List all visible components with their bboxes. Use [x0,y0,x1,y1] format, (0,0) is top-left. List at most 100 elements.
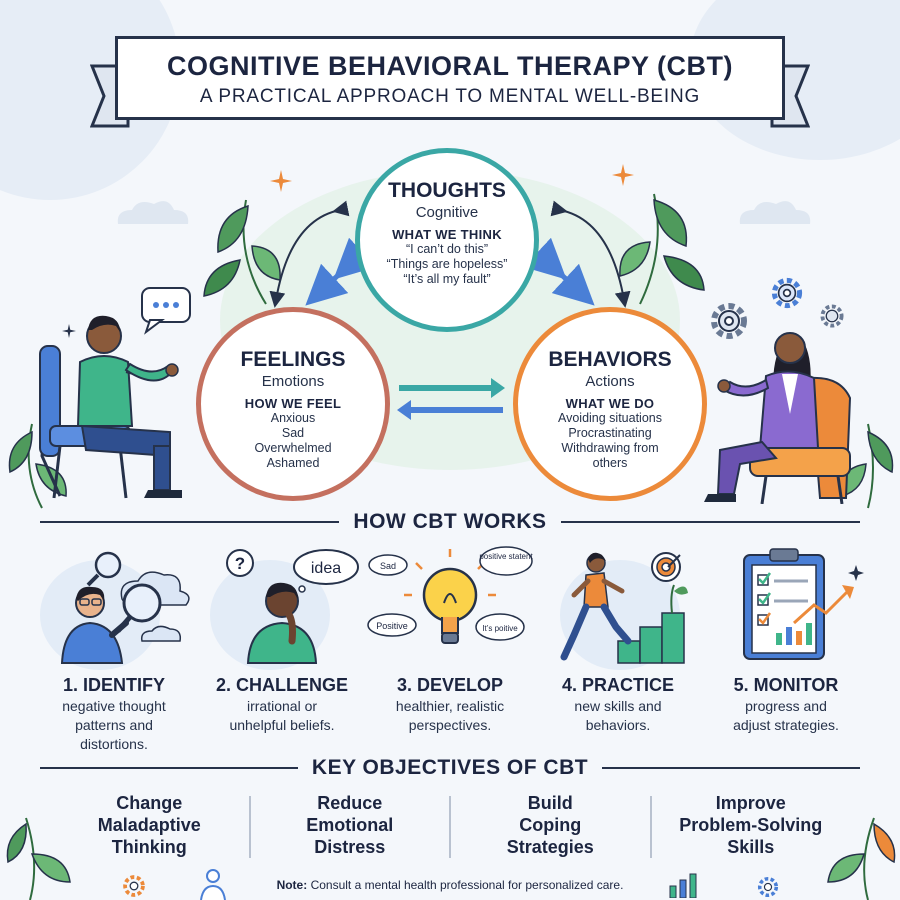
behaviors-heading: BEHAVIORS [548,348,672,371]
feelings-circle: FEELINGS Emotions HOW WE FEEL Anxious Sa… [196,307,390,501]
step-description: behaviors. [585,717,651,733]
behaviors-subheading: Actions [585,373,635,390]
thoughts-circle: THOUGHTS Cognitive WHAT WE THINK “I can’… [355,148,539,332]
objective-item: Build Coping Strategies [451,792,650,862]
sparkle-icon [612,164,634,186]
key-objectives-list: Change Maladaptive Thinking Reduce Emoti… [50,792,850,862]
step-description: negative thought [62,698,166,714]
objective-line: Build [527,793,573,813]
feelings-item: Ashamed [266,456,320,470]
question-mark: ? [235,554,245,573]
client-person-illustration [39,287,191,499]
target-icon [651,552,681,582]
objective-line: Coping [519,815,582,835]
behaviors-item: Avoiding situations [557,411,662,425]
thoughts-subheading: Cognitive [415,204,479,221]
objective-line: Thinking [111,837,187,857]
objective-item: Reduce Emotional Distress [251,792,450,862]
therapist-person-illustration [704,332,852,504]
leaf-icon [8,423,67,509]
thoughts-heading: THOUGHTS [388,179,506,202]
objective-line: Reduce [317,793,383,813]
step-illustration [534,545,702,665]
step-develop: Sad positive statent Positive It’s poiti… [366,545,534,734]
objective-separator [649,796,652,858]
step-description: patterns and [75,717,153,733]
behaviors-what-label: WHAT WE DO [565,396,655,411]
disclaimer-note: Note: Consult a mental health profession… [0,878,900,892]
objective-line: Distress [314,837,386,857]
step-description: healthier, realistic [395,698,505,714]
feelings-item: Anxious [270,411,316,425]
step-description: progress and [745,698,827,714]
page-title: COGNITIVE BEHAVIORAL THERAPY (CBT) [166,51,734,81]
objective-line: Emotional [306,815,394,835]
person-icon [200,869,226,900]
step-description: distortions. [80,736,148,752]
behaviors-item: Withdrawing from [561,441,659,455]
positive-statement-bubble-label: positive statent [479,552,533,561]
bar-chart-icon [776,623,812,645]
step-illustration [702,545,870,665]
step-description: unhelpful beliefs. [229,717,335,733]
behaviors-item: others [592,456,628,470]
step-practice: 4. PRACTICE new skills and behaviors. [534,545,702,734]
section-title: KEY OBJECTIVES OF CBT [311,756,589,779]
leaf-icon [203,199,281,305]
cycle-arrows [269,200,631,308]
thoughts-what-label: WHAT WE THINK [392,227,502,242]
gear-icon [123,875,145,897]
behaviors-circle: BEHAVIORS Actions WHAT WE DO Avoiding si… [513,307,707,501]
question-bubble-icon: ? [226,549,254,577]
step-title: 3. DEVELOP [396,675,504,695]
gear-icon [711,303,747,339]
idea-bubble-icon: idea [293,549,359,593]
objective-line: Strategies [506,837,594,857]
divider-line [560,521,860,523]
objective-line: Maladaptive [97,815,201,835]
step-challenge: ? idea 2. CHALLENGE irrational or unhelp… [198,545,366,734]
gear-icon [757,876,779,898]
note-text: Consult a mental health professional for… [307,878,624,892]
behaviors-item: Procrastinating [568,426,652,440]
its-positive-bubble-label: It’s poitive [482,624,518,633]
objective-separator [248,796,251,858]
note-label: Note: [276,878,308,892]
objective-line: Change [116,793,183,813]
step-illustration: ? idea [198,545,366,665]
page-subtitle: A PRACTICAL APPROACH TO MENTAL WELL-BEIN… [199,86,701,107]
key-objectives-heading: KEY OBJECTIVES OF CBT [40,756,861,780]
leaf-icon [6,817,71,900]
objective-line: Improve [715,793,786,813]
positive-bubble-label: Positive [376,621,408,631]
step-description: perspectives. [408,717,492,733]
step-illustration [30,545,198,665]
section-title: HOW CBT WORKS [353,510,547,533]
step-identify: 1. IDENTIFY negative thought patterns an… [30,545,198,753]
objective-line: Problem-Solving [679,815,823,835]
sad-bubble-label: Sad [380,561,396,571]
feelings-item: Overwhelmed [254,441,332,455]
feelings-what-label: HOW WE FEEL [244,396,342,411]
how-cbt-steps: 1. IDENTIFY negative thought patterns an… [30,545,870,752]
step-description: irrational or [246,698,318,714]
objective-item: Improve Problem-Solving Skills [652,792,851,862]
divider-line [40,767,298,769]
clipboard-checklist-icon [743,548,825,660]
title-banner: COGNITIVE BEHAVIORAL THERAPY (CBT) A PRA… [115,36,785,120]
feelings-heading: FEELINGS [240,348,346,371]
gear-icon [771,277,803,309]
thoughts-item: “It’s all my fault” [403,272,491,286]
objective-separator [449,796,451,858]
leaf-icon [840,423,894,509]
step-description: adjust strategies. [733,717,839,733]
thoughts-item: “I can’t do this” [406,242,488,256]
cloud-icon [739,201,811,224]
step-title: 1. IDENTIFY [62,675,165,695]
gear-icon [820,304,844,328]
step-description: new skills and [574,698,662,714]
thoughts-item: “Things are hopeless” [386,257,508,271]
bar-chart-icon [669,873,697,898]
step-monitor: 5. MONITOR progress and adjust strategie… [702,545,870,734]
